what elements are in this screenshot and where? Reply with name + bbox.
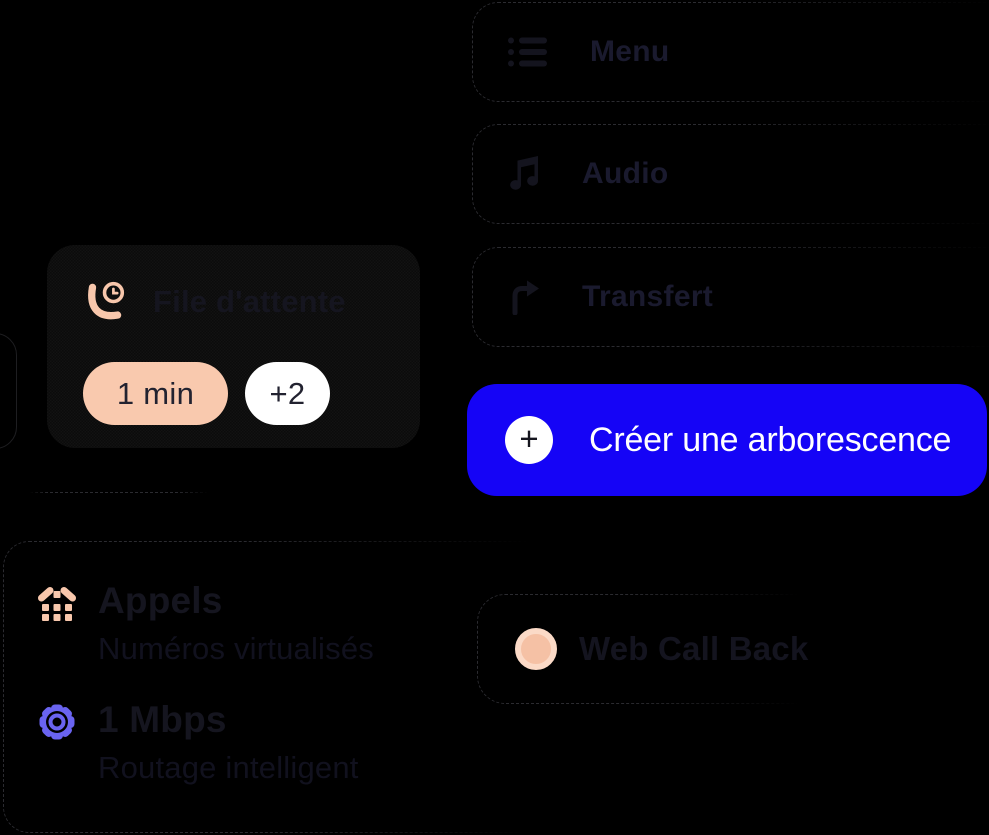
create-tree-label: Créer une arborescence bbox=[589, 420, 952, 459]
web-callback-label: Web Call Back bbox=[579, 630, 809, 667]
menu-node-label: Menu bbox=[590, 35, 670, 68]
gear-icon bbox=[38, 703, 76, 741]
feature-subtitle-mbps: Routage intelligent bbox=[98, 750, 359, 785]
desk-phone-icon bbox=[38, 585, 76, 621]
transfer-arrow-icon bbox=[508, 279, 540, 315]
extra-count-badge: +2 bbox=[245, 362, 330, 425]
web-callback-node-card[interactable]: Web Call Back bbox=[477, 594, 822, 704]
ghost-card-outline bbox=[0, 333, 17, 449]
menu-node-card[interactable]: Menu bbox=[472, 2, 989, 102]
wait-time-badge: 1 min bbox=[83, 362, 228, 425]
audio-node-label: Audio bbox=[582, 157, 669, 190]
queue-title: File d'attente bbox=[153, 284, 346, 319]
transfer-node-label: Transfert bbox=[582, 280, 714, 313]
plus-icon: + bbox=[505, 416, 553, 464]
list-icon bbox=[508, 36, 548, 68]
create-tree-button[interactable]: + Créer une arborescence bbox=[467, 384, 987, 496]
queue-node-card[interactable]: File d'attente 1 min +2 bbox=[47, 245, 420, 448]
sketch-divider bbox=[30, 492, 208, 493]
feature-title-appels: Appels bbox=[98, 580, 223, 621]
peach-dot-avatar bbox=[515, 628, 557, 670]
transfer-node-card[interactable]: Transfert bbox=[472, 247, 989, 347]
feature-subtitle-appels: Numéros virtualisés bbox=[98, 631, 374, 666]
audio-node-card[interactable]: Audio bbox=[472, 124, 989, 224]
music-note-icon bbox=[508, 155, 540, 193]
phone-clock-icon bbox=[81, 279, 127, 325]
feature-title-mbps: 1 Mbps bbox=[98, 699, 227, 740]
